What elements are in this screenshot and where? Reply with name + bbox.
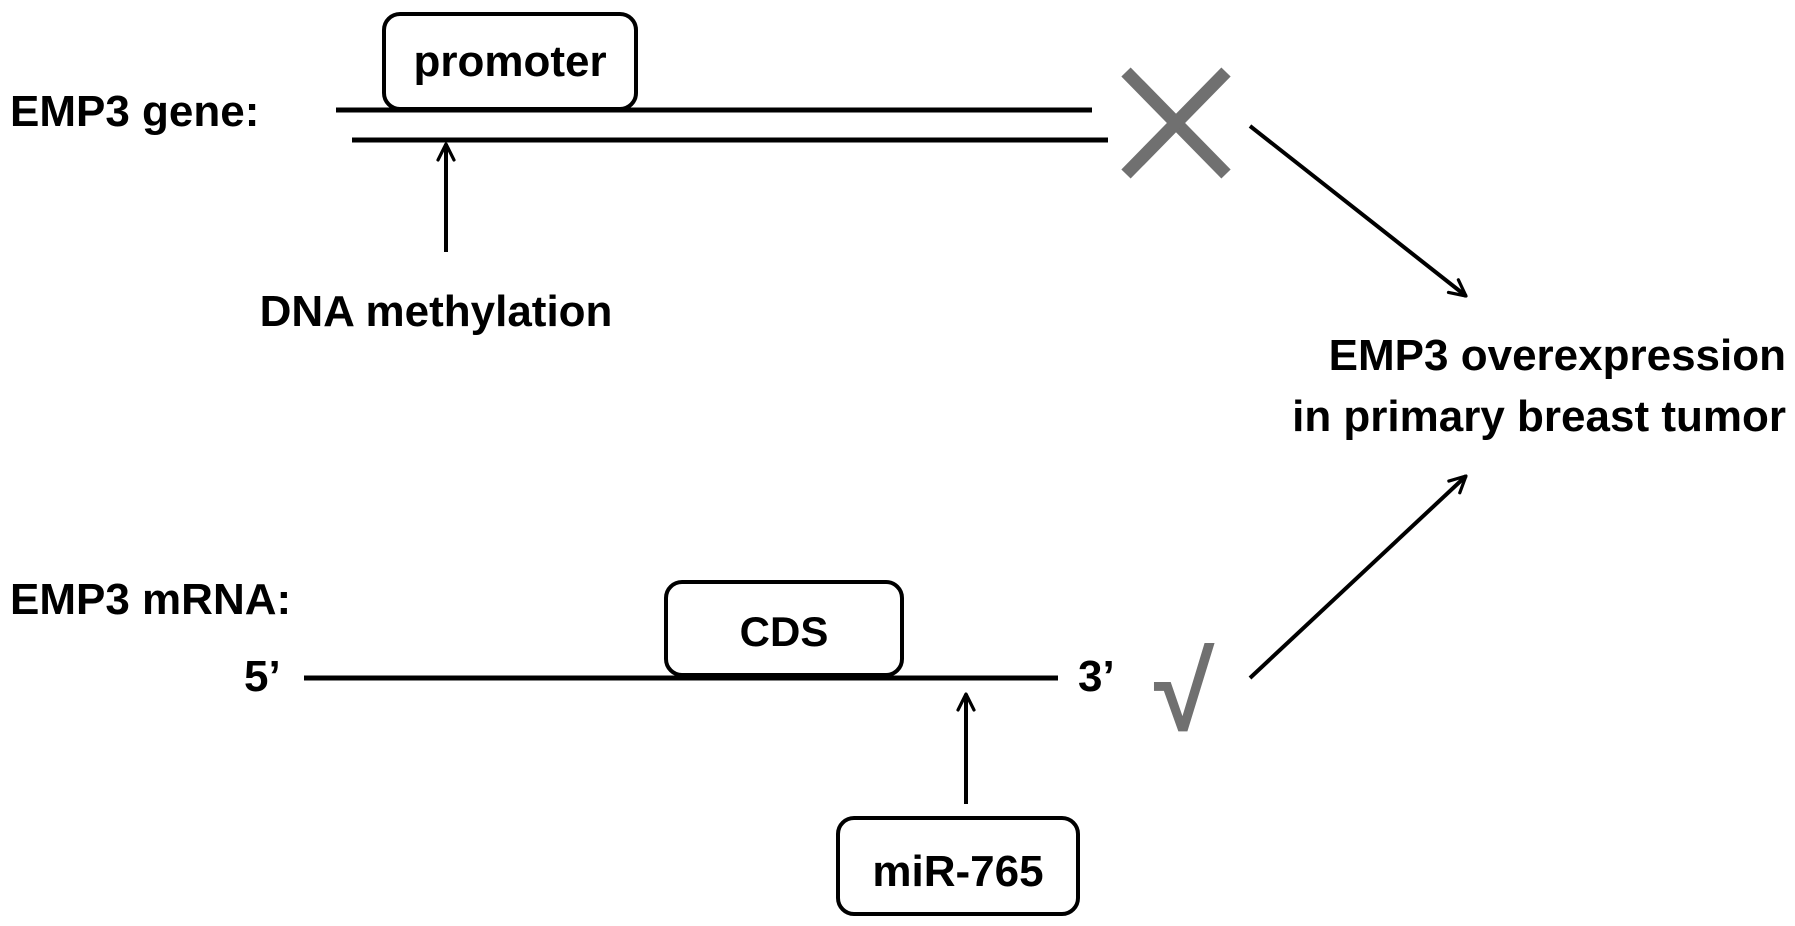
cds-label: CDS bbox=[740, 608, 829, 655]
mirna-label: miR-765 bbox=[872, 847, 1043, 896]
promoter-box: promoter bbox=[382, 12, 638, 111]
gene-section: EMP3 gene: promoter DNA methylation bbox=[10, 12, 1468, 336]
gene-to-outcome-arrow bbox=[1248, 124, 1468, 298]
promoter-label: promoter bbox=[413, 37, 606, 86]
outcome-line-1: EMP3 overexpression bbox=[1329, 331, 1786, 380]
outcome: EMP3 overexpression in primary breast tu… bbox=[1292, 331, 1786, 441]
five-prime-label: 5’ bbox=[244, 652, 281, 701]
mirna-box: miR-765 bbox=[836, 816, 1080, 916]
mrna-to-outcome-arrow bbox=[1248, 474, 1468, 680]
outcome-line-2: in primary breast tumor bbox=[1292, 392, 1786, 441]
mrna-section: EMP3 mRNA: 5’ CDS 3’ √ miR-765 bbox=[10, 474, 1468, 916]
three-prime-label: 3’ bbox=[1078, 652, 1115, 701]
cds-box: CDS bbox=[664, 580, 904, 677]
cross-icon bbox=[1121, 67, 1231, 179]
mrna-label: EMP3 mRNA: bbox=[10, 575, 291, 624]
check-mark-icon: √ bbox=[1154, 631, 1215, 754]
gene-label: EMP3 gene: bbox=[10, 87, 259, 136]
methylation-label: DNA methylation bbox=[260, 287, 613, 336]
